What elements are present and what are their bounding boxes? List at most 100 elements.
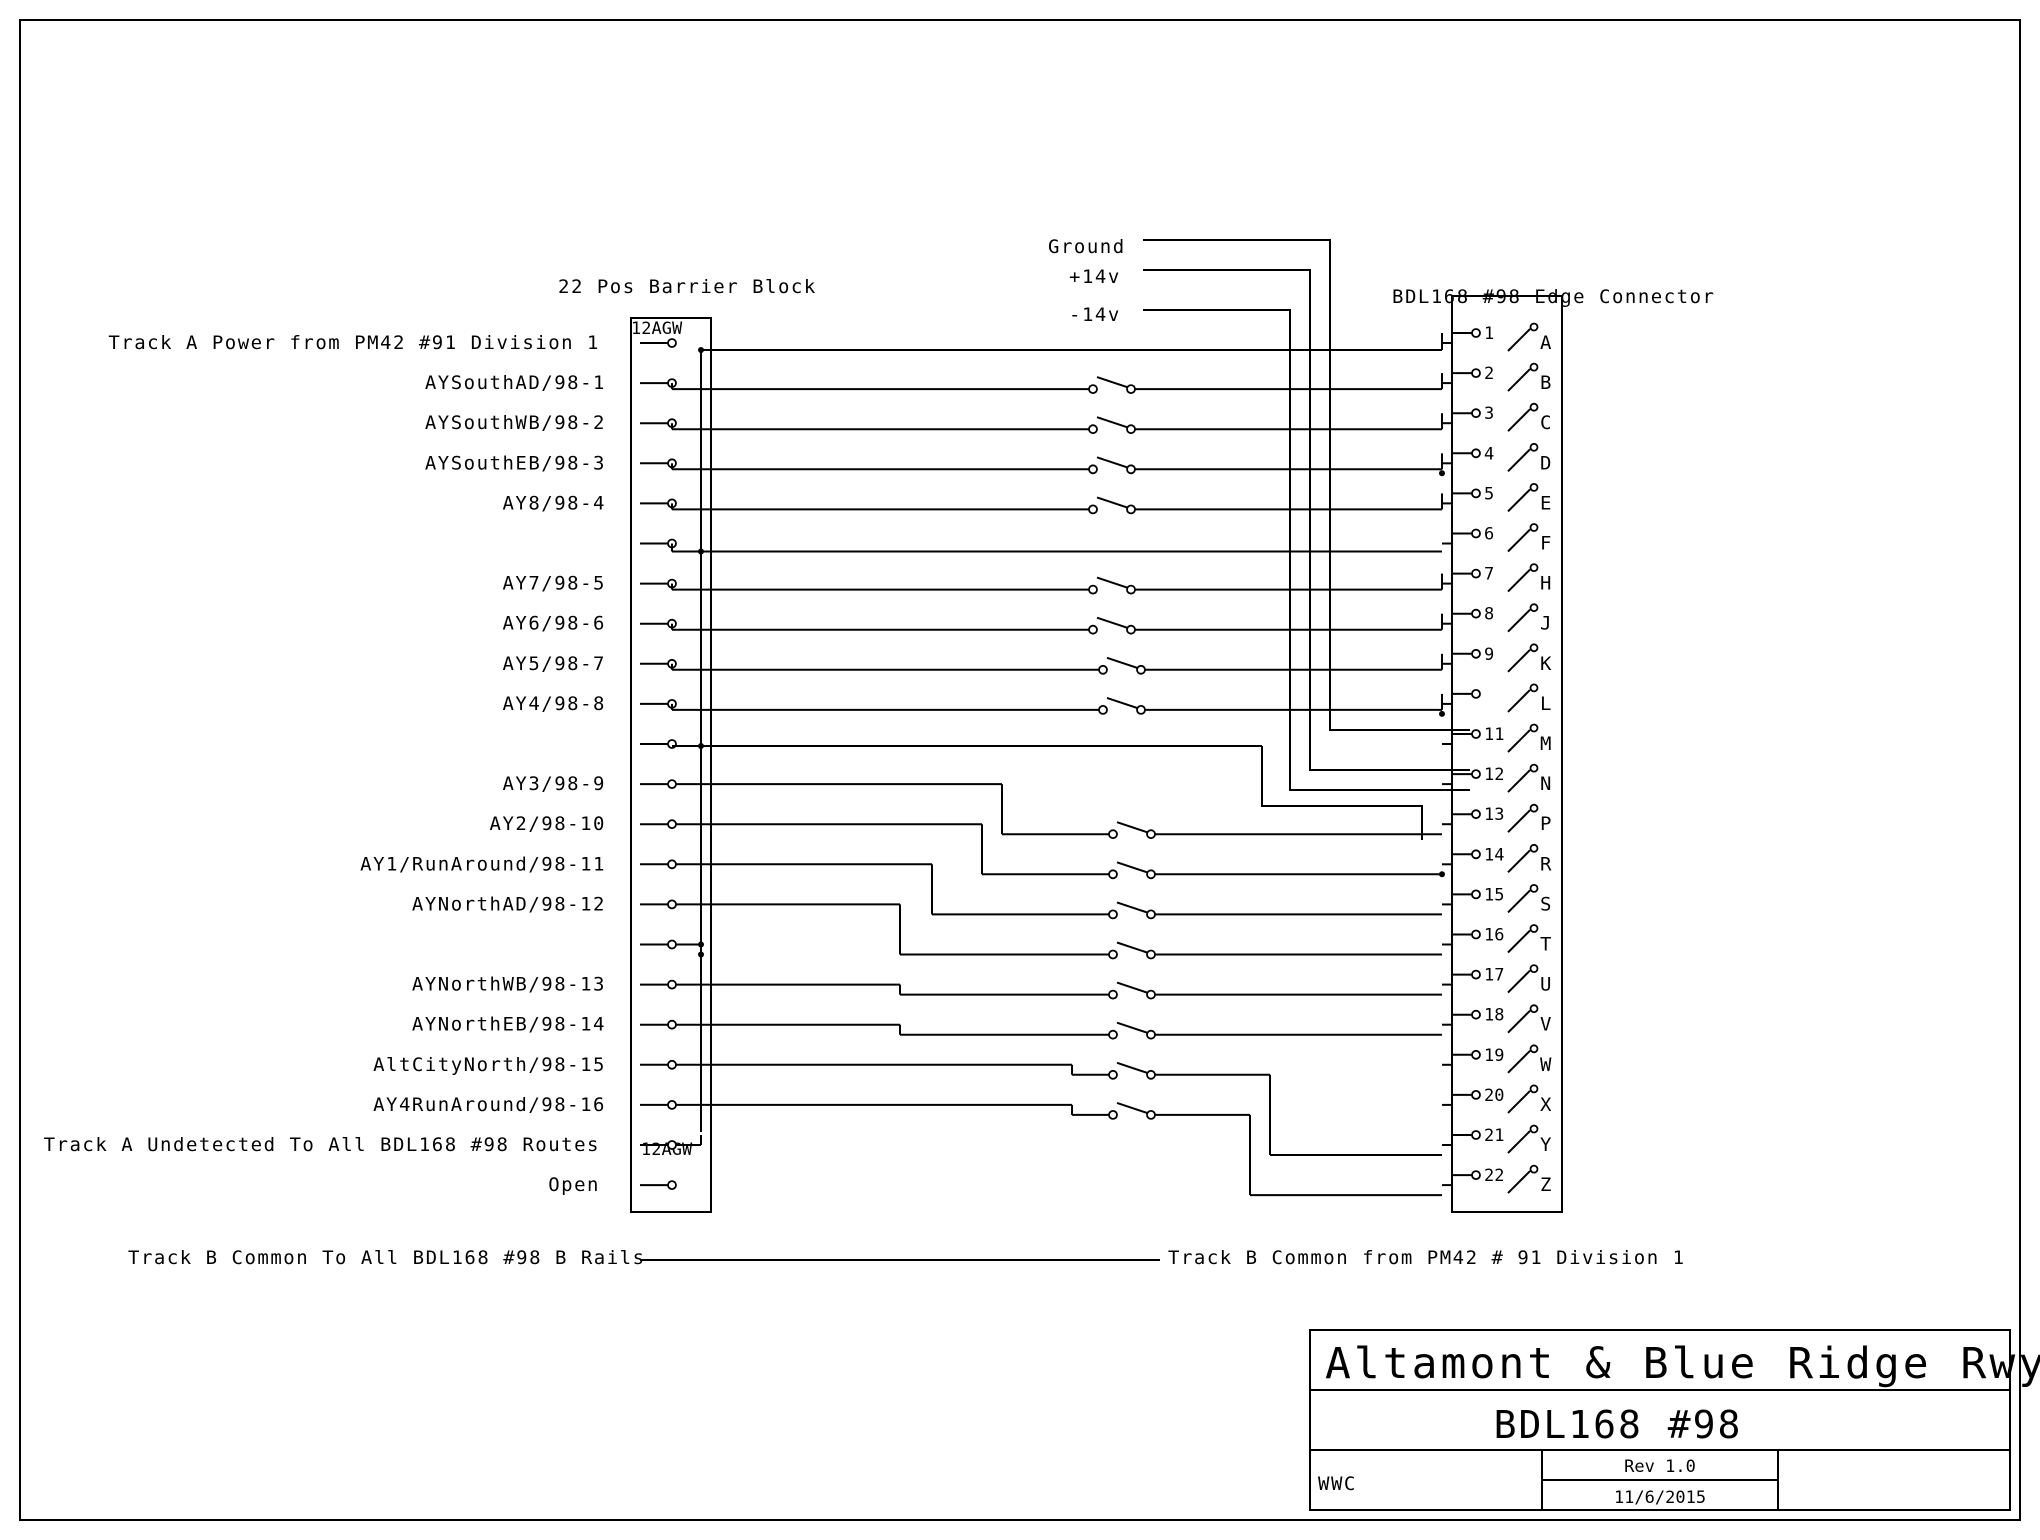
pin-letter: D — [1540, 452, 1553, 474]
barrier-terminal — [667, 779, 677, 789]
pin-contact-end — [1529, 924, 1539, 933]
switch-blade — [1116, 861, 1148, 874]
switch-blade — [1116, 821, 1148, 834]
pin-letter: A — [1540, 332, 1553, 354]
pin-contact-end — [1529, 643, 1539, 653]
switch-blade — [1096, 456, 1128, 469]
connector-pin — [1471, 889, 1481, 900]
barrier-block-title: 22 Pos Barrier Block — [558, 276, 817, 298]
junction-dot — [1439, 470, 1445, 477]
row-label: AY4/98-8 — [502, 693, 606, 715]
pin-contact-end — [1529, 843, 1539, 853]
switch-contact — [1126, 464, 1136, 475]
pin-contact-end — [1529, 803, 1539, 813]
pin-number: 3 — [1484, 404, 1494, 424]
pin-number: 15 — [1484, 885, 1504, 905]
pin-letter: E — [1540, 492, 1553, 514]
pin-contact-end — [1529, 603, 1539, 613]
pin-letter: T — [1540, 934, 1553, 956]
pin-letter: Z — [1540, 1174, 1553, 1196]
author: WWC — [1318, 1473, 1357, 1495]
pin-contact-end — [1529, 322, 1539, 332]
plus14-wire — [1143, 269, 1470, 771]
pin-number: 12 — [1484, 765, 1504, 785]
pin-contact — [1507, 849, 1531, 874]
row-label: AY1/RunAround/98-11 — [360, 853, 606, 875]
switch-blade — [1116, 1021, 1148, 1034]
barrier-bottom-gauge: 12AGW — [641, 1140, 693, 1160]
connector-pin — [1471, 729, 1481, 739]
connector-pin — [1471, 689, 1481, 699]
date: 11/6/2015 — [1614, 1488, 1706, 1508]
switch-contact — [1108, 1029, 1118, 1040]
pin-contact-end — [1529, 402, 1539, 412]
pin-contact-end — [1529, 683, 1539, 693]
switch-blade — [1096, 576, 1128, 589]
pin-number: 6 — [1484, 525, 1494, 545]
pin-contact-end — [1529, 964, 1539, 973]
pin-number: 21 — [1484, 1126, 1504, 1146]
pin-number: 19 — [1484, 1046, 1504, 1066]
pin-letter: F — [1540, 533, 1553, 555]
pin-contact — [1507, 1090, 1531, 1114]
row-label: AY7/98-5 — [502, 573, 606, 595]
track-b-right-label: Track B Common from PM42 # 91 Division 1 — [1168, 1247, 1686, 1269]
pin-contact — [1507, 608, 1531, 633]
pin-contact-end — [1529, 1124, 1539, 1134]
pin-letter: R — [1540, 853, 1553, 875]
connector-pin — [1471, 368, 1481, 379]
barrier-terminal — [667, 338, 677, 348]
switch-contact — [1136, 664, 1146, 675]
switch-contact — [1126, 584, 1136, 595]
switch-contact — [1088, 464, 1098, 475]
barrier-terminal — [667, 1059, 677, 1070]
connector-pin — [1471, 1170, 1481, 1180]
edge-connector — [1451, 295, 1563, 1213]
connector-pin — [1471, 769, 1481, 779]
row-label: AY5/98-7 — [502, 653, 606, 675]
switch-blade — [1116, 941, 1148, 954]
switch-contact — [1108, 949, 1118, 960]
pin-number: 18 — [1484, 1006, 1504, 1026]
switch-contact — [1146, 949, 1156, 960]
pin-letter: K — [1540, 653, 1553, 675]
edge-connector-title: BDL168 #98 Edge Connector — [1392, 286, 1715, 308]
connector-pin — [1471, 849, 1481, 860]
pin-contact — [1507, 488, 1531, 513]
pin-letter: L — [1540, 693, 1553, 715]
connector-pin — [1471, 328, 1481, 338]
pin-contact — [1507, 649, 1531, 673]
ground-label: Ground — [1048, 236, 1126, 258]
junction-dot — [698, 951, 704, 958]
switch-contact — [1088, 584, 1098, 595]
connector-pin — [1471, 969, 1481, 980]
ground-wire — [1143, 239, 1470, 731]
track-b-left-label: Track B Common To All BDL168 #98 B Rails — [128, 1247, 646, 1269]
switch-contact — [1108, 1069, 1118, 1080]
row-label: AYNorthWB/98-13 — [412, 974, 606, 996]
row-label: Track A Power from PM42 #91 Division 1 — [108, 332, 600, 354]
pin-contact-end — [1529, 884, 1539, 893]
pin-letter: Y — [1540, 1134, 1553, 1156]
pin-contact — [1507, 368, 1531, 392]
row-label: Track A Undetected To All BDL168 #98 Rou… — [44, 1134, 600, 1156]
row-label: AYNorthEB/98-14 — [412, 1014, 606, 1036]
connector-pin — [1471, 929, 1481, 940]
connector-pin — [1471, 809, 1481, 820]
pin-letter: V — [1540, 1014, 1553, 1036]
switch-contact — [1126, 504, 1136, 515]
switch-contact — [1108, 829, 1118, 840]
switch-blade — [1116, 1061, 1148, 1074]
pin-contact — [1507, 448, 1531, 473]
switch-contact — [1108, 909, 1118, 920]
row-label: AY3/98-9 — [502, 773, 606, 795]
switch-contact — [1126, 424, 1136, 435]
barrier-top-gauge: 12AGW — [631, 319, 683, 339]
pin-contact-end — [1529, 763, 1539, 773]
row-label: Open — [548, 1174, 600, 1196]
drawing-title: BDL168 #98 — [1494, 1403, 1743, 1447]
pin-contact — [1507, 769, 1531, 793]
pin-number: 1 — [1484, 324, 1494, 344]
connector-pin — [1471, 648, 1481, 659]
